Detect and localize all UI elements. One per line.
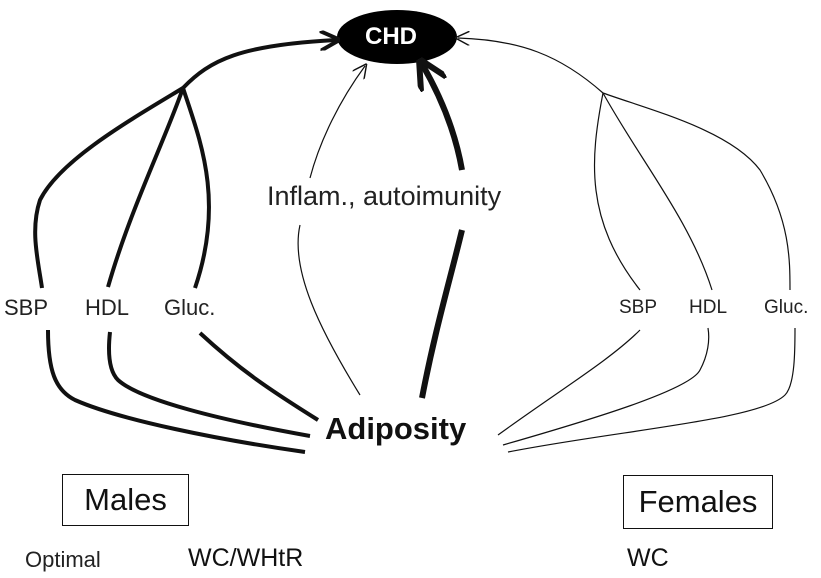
males-label: Males — [84, 482, 167, 517]
adiposity-label: Adiposity — [325, 411, 467, 446]
female-sbp-branch — [593, 92, 641, 291]
female-adiposity-to-hdl — [502, 327, 710, 446]
female-gluc-label: Gluc. — [764, 297, 809, 318]
male-sbp-branch — [33, 86, 185, 289]
adiposity-to-chd-direct — [419, 229, 465, 399]
female-path-to-chd — [458, 38, 604, 94]
females-label: Females — [638, 484, 758, 519]
male-hdl-label: HDL — [85, 295, 130, 320]
male-optimal-measure: WC/WHtR — [188, 544, 304, 572]
female-adiposity-to-gluc — [507, 327, 796, 453]
adiposity-to-inflam — [297, 224, 361, 396]
female-sbp-label: SBP — [619, 297, 658, 318]
male-gluc-label: Gluc. — [164, 295, 216, 320]
male-sbp-label: SBP — [4, 295, 49, 320]
optimal-label: Optimal — [25, 547, 101, 572]
female-adiposity-to-sbp — [497, 329, 641, 436]
female-optimal-measure: WC — [627, 544, 669, 572]
chd-label: CHD — [365, 23, 417, 50]
inflammation-label: Inflam., autoimunity — [267, 181, 502, 211]
male-adiposity-to-sbp — [46, 329, 306, 454]
male-hdl-branch — [106, 87, 185, 288]
female-hdl-branch — [602, 92, 713, 291]
female-hdl-label: HDL — [689, 297, 728, 318]
male-adiposity-to-gluc — [198, 331, 320, 422]
male-path-to-chd — [181, 40, 336, 90]
inflam-to-chd — [309, 66, 365, 179]
males-group-box: Males — [62, 474, 189, 526]
females-group-box: Females — [623, 475, 773, 529]
male-gluc-branch — [181, 87, 211, 289]
direct-upper — [422, 64, 465, 171]
female-gluc-branch — [602, 92, 791, 291]
chd-node — [337, 10, 457, 64]
male-adiposity-to-hdl — [107, 331, 311, 438]
